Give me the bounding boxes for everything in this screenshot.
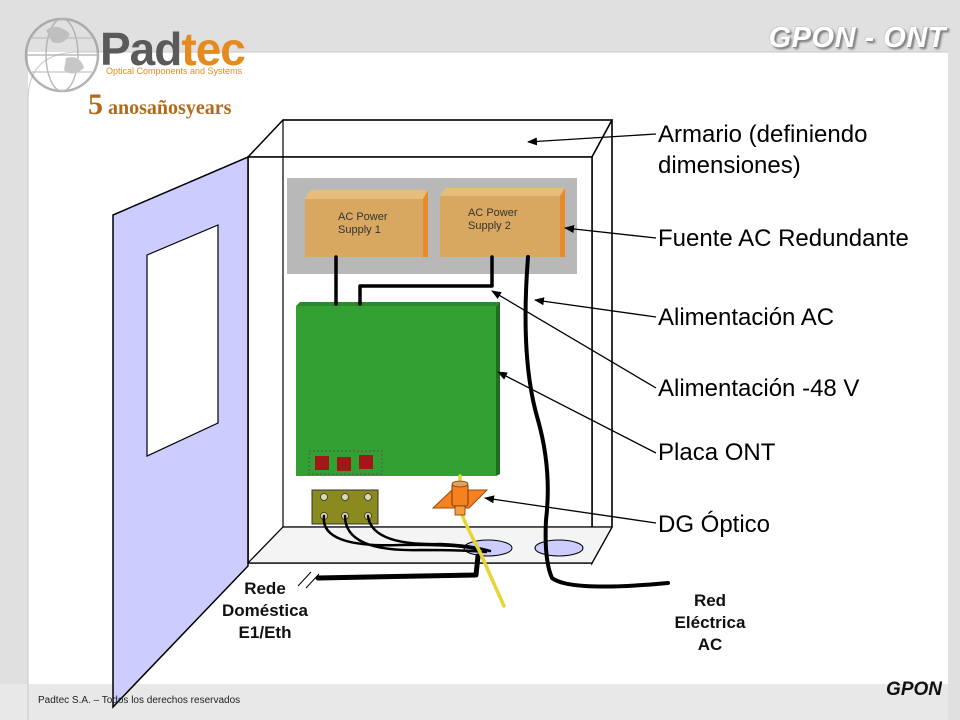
label-rede-line1: Rede — [244, 579, 286, 598]
logo-years-number: 5 — [88, 88, 103, 121]
callout-armario: Armario (definiendo dimensiones) — [658, 119, 867, 181]
psu1-label-line1: AC Power — [338, 211, 388, 223]
ont-board — [296, 302, 500, 476]
logo-name-part1: Pad — [100, 23, 182, 75]
logo-years-text: anosañosyears — [103, 97, 232, 119]
logo-wordmark: Padtec — [100, 22, 246, 76]
label-rede-line2: Doméstica — [222, 601, 308, 620]
psu1-label-line2: Supply 1 — [338, 224, 381, 236]
callout-placa-ont: Placa ONT — [658, 439, 776, 466]
psu1-label: AC Power Supply 1 — [338, 211, 388, 237]
callout-armario-line1: Armario (definiendo — [658, 121, 868, 148]
label-rede-domestica: Rede Doméstica E1/Eth — [200, 578, 330, 644]
slide-title: GPON - ONT — [768, 22, 946, 54]
callout-arrows — [484, 133, 657, 524]
label-red-electrica: Red Eléctrica AC — [650, 590, 770, 656]
label-red-line2: Eléctrica — [674, 613, 746, 632]
footer-copyright: Padtec S.A. – Todos los derechos reserva… — [38, 695, 241, 706]
psu2-label-line1: AC Power — [468, 207, 518, 219]
callout-fuente-ac: Fuente AC Redundante — [658, 225, 909, 252]
logo-years: 5 anosañosyears — [88, 88, 231, 122]
dg-optico-connector — [431, 480, 489, 516]
callout-alimentacion-ac: Alimentación AC — [658, 304, 835, 331]
psu2-label: AC Power Supply 2 — [468, 207, 518, 233]
label-red-line3: AC — [697, 635, 723, 654]
callout-alimentacion-48v: Alimentación -48 V — [658, 375, 860, 402]
callout-dg-optico: DG Óptico — [658, 511, 771, 538]
logo-name-part2: tec — [181, 23, 245, 75]
globe-logo-icon — [24, 17, 100, 93]
cable-hole-right — [534, 539, 584, 557]
label-red-line1: Red — [693, 591, 727, 610]
logo-tagline: Optical Components and Systems — [106, 66, 243, 76]
rj-connectors — [308, 450, 383, 475]
cabinet-door — [112, 155, 249, 709]
callout-armario-line2: dimensiones) — [658, 152, 801, 179]
ac-power-supply-1 — [305, 190, 428, 257]
psu2-label-line2: Supply 2 — [468, 220, 511, 232]
optical-fiber — [458, 474, 506, 608]
label-rede-line3: E1/Eth — [238, 623, 292, 642]
cable-exit-ticks — [297, 571, 320, 589]
ac-power-supply-2 — [440, 188, 565, 257]
footer-section-tag: GPON — [886, 679, 942, 700]
cables — [315, 255, 670, 589]
